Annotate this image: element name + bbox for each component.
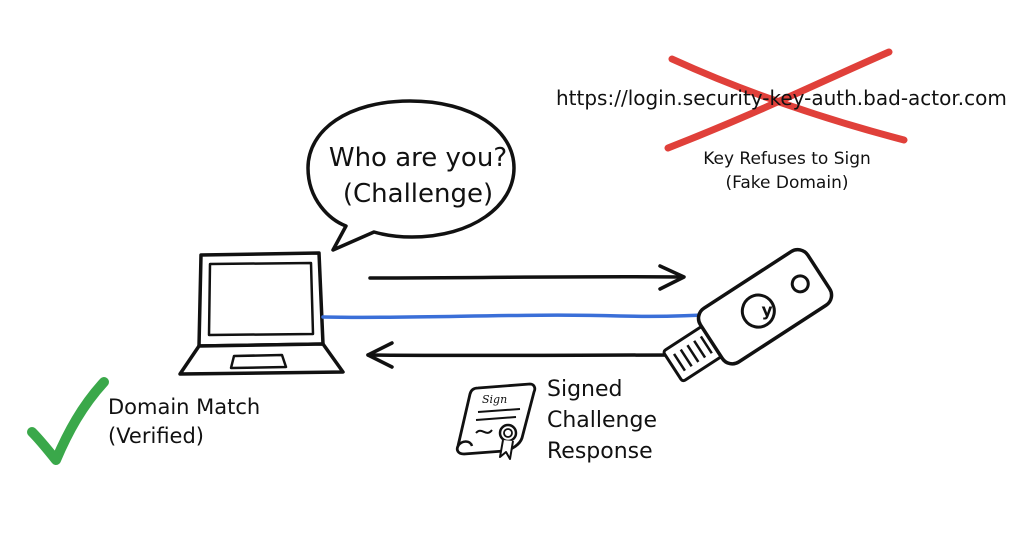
refusal-label: Key Refuses to Sign (Fake Domain) xyxy=(682,147,892,195)
red-cross-icon xyxy=(664,48,908,152)
check-mark-icon xyxy=(27,377,109,465)
laptop-icon xyxy=(178,251,345,376)
match-line-1: Domain Match xyxy=(108,395,261,419)
certificate-signature: Sign xyxy=(482,393,507,406)
domain-match-label: Domain Match (Verified) xyxy=(108,393,260,451)
match-line-2: (Verified) xyxy=(108,424,204,448)
certificate-icon xyxy=(455,382,537,460)
signed-response-label: Signed Challenge Response xyxy=(547,374,657,467)
signed-line-1: Signed xyxy=(547,377,623,402)
refusal-line-2: (Fake Domain) xyxy=(725,173,849,193)
security-key-logo: y xyxy=(761,301,772,321)
challenge-arrow xyxy=(368,264,686,291)
speech-bubble xyxy=(306,99,516,252)
response-arrow xyxy=(366,341,684,369)
bubble-line-2: (Challenge) xyxy=(342,179,494,209)
signed-line-2: Challenge xyxy=(547,408,657,433)
refusal-line-1: Key Refuses to Sign xyxy=(703,149,871,169)
challenge-bubble-text: Who are you? (Challenge) xyxy=(318,140,518,212)
connection-line xyxy=(321,312,720,320)
phishing-url: https://login.security-key-auth.bad-acto… xyxy=(556,86,1007,110)
bubble-line-1: Who are you? xyxy=(328,143,508,173)
security-key-icon xyxy=(662,247,834,383)
signed-line-3: Response xyxy=(547,439,653,464)
